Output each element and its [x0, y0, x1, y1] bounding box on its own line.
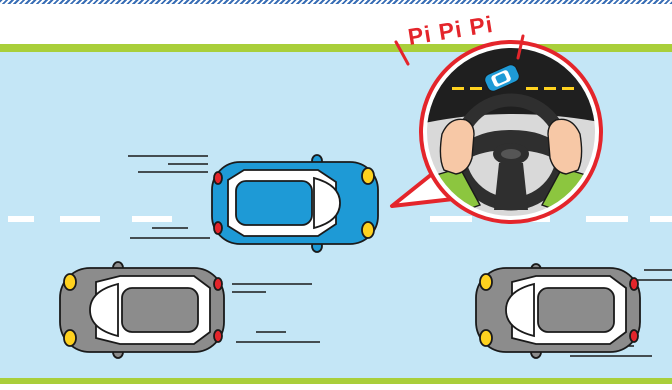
blue-car-icon — [212, 155, 378, 252]
bottom-white-strip — [0, 384, 672, 390]
grass-edge-top — [0, 44, 672, 52]
gray-car-icon — [60, 262, 224, 358]
gray-car-icon — [476, 264, 640, 358]
